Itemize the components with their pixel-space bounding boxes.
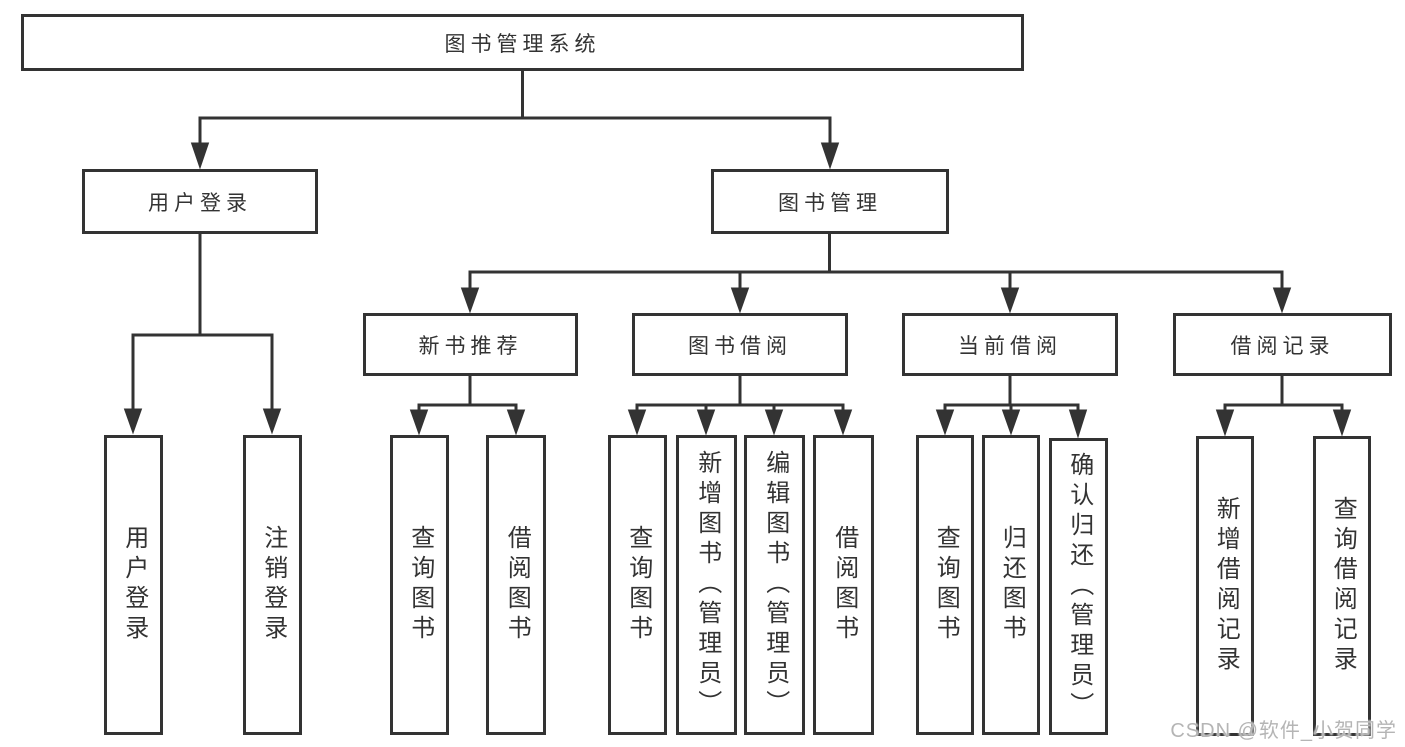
leaf-add-borrow-record-label: 新增借阅记录 xyxy=(1212,496,1240,676)
leaf-add-book-admin-label: 新增图书（管理员） xyxy=(693,450,721,720)
node-book-borrowing-label: 图书借阅 xyxy=(688,334,792,358)
leaf-add-book-admin: 新增图书（管理员） xyxy=(676,435,737,735)
leaf-query-borrow-record-label: 查询借阅记录 xyxy=(1329,496,1357,676)
leaf-query-books-1: 查询图书 xyxy=(390,435,449,735)
leaf-user-login: 用户登录 xyxy=(104,435,163,735)
node-book-management-label: 图书管理 xyxy=(778,191,882,215)
leaf-user-login-label: 用户登录 xyxy=(120,525,148,645)
node-current-borrowing: 当前借阅 xyxy=(902,313,1118,376)
connector-user-login-to-children xyxy=(123,233,282,435)
node-borrowing-records-label: 借阅记录 xyxy=(1230,334,1335,358)
leaf-return-books: 归还图书 xyxy=(982,435,1040,735)
node-user-login: 用户登录 xyxy=(82,169,318,234)
leaf-query-books-1-label: 查询图书 xyxy=(406,525,434,645)
leaf-edit-book-admin: 编辑图书（管理员） xyxy=(744,435,805,735)
node-root-system-label: 图书管理系统 xyxy=(444,32,601,56)
leaf-borrow-books-1: 借阅图书 xyxy=(486,435,546,735)
connector-new-book-recommend-to-children xyxy=(409,376,526,436)
leaf-logout: 注销登录 xyxy=(243,435,302,735)
node-root-system: 图书管理系统 xyxy=(21,14,1024,71)
leaf-add-borrow-record: 新增借阅记录 xyxy=(1196,436,1254,736)
leaf-borrow-books-2: 借阅图书 xyxy=(813,435,874,735)
leaf-confirm-return-admin-label: 确认归还（管理员） xyxy=(1065,451,1093,722)
leaf-return-books-label: 归还图书 xyxy=(998,525,1026,645)
node-new-book-recommend: 新书推荐 xyxy=(363,313,578,376)
connector-current-borrowing-to-children xyxy=(935,376,1088,439)
leaf-edit-book-admin-label: 编辑图书（管理员） xyxy=(761,450,789,720)
connector-root-to-branches xyxy=(190,70,840,170)
node-new-book-recommend-label: 新书推荐 xyxy=(418,334,523,358)
leaf-query-books-2-label: 查询图书 xyxy=(624,525,652,645)
connector-borrowing-records-to-children xyxy=(1215,376,1352,437)
leaf-borrow-books-1-label: 借阅图书 xyxy=(503,525,531,645)
node-borrowing-records: 借阅记录 xyxy=(1173,313,1392,376)
connector-book-management-to-sections xyxy=(460,233,1292,314)
leaf-logout-label: 注销登录 xyxy=(259,525,287,645)
leaf-confirm-return-admin: 确认归还（管理员） xyxy=(1049,438,1108,735)
leaf-query-books-3-label: 查询图书 xyxy=(932,525,960,645)
connector-book-borrowing-to-children xyxy=(627,376,853,436)
leaf-query-books-3: 查询图书 xyxy=(916,435,974,735)
watermark: CSDN @软件_小贺同学 xyxy=(1170,720,1397,742)
leaf-query-books-2: 查询图书 xyxy=(608,435,667,735)
node-book-management: 图书管理 xyxy=(711,169,949,234)
node-user-login-label: 用户登录 xyxy=(148,191,252,215)
node-book-borrowing: 图书借阅 xyxy=(632,313,848,376)
leaf-query-borrow-record: 查询借阅记录 xyxy=(1313,436,1371,736)
node-current-borrowing-label: 当前借阅 xyxy=(958,334,1062,358)
leaf-borrow-books-2-label: 借阅图书 xyxy=(830,525,858,645)
